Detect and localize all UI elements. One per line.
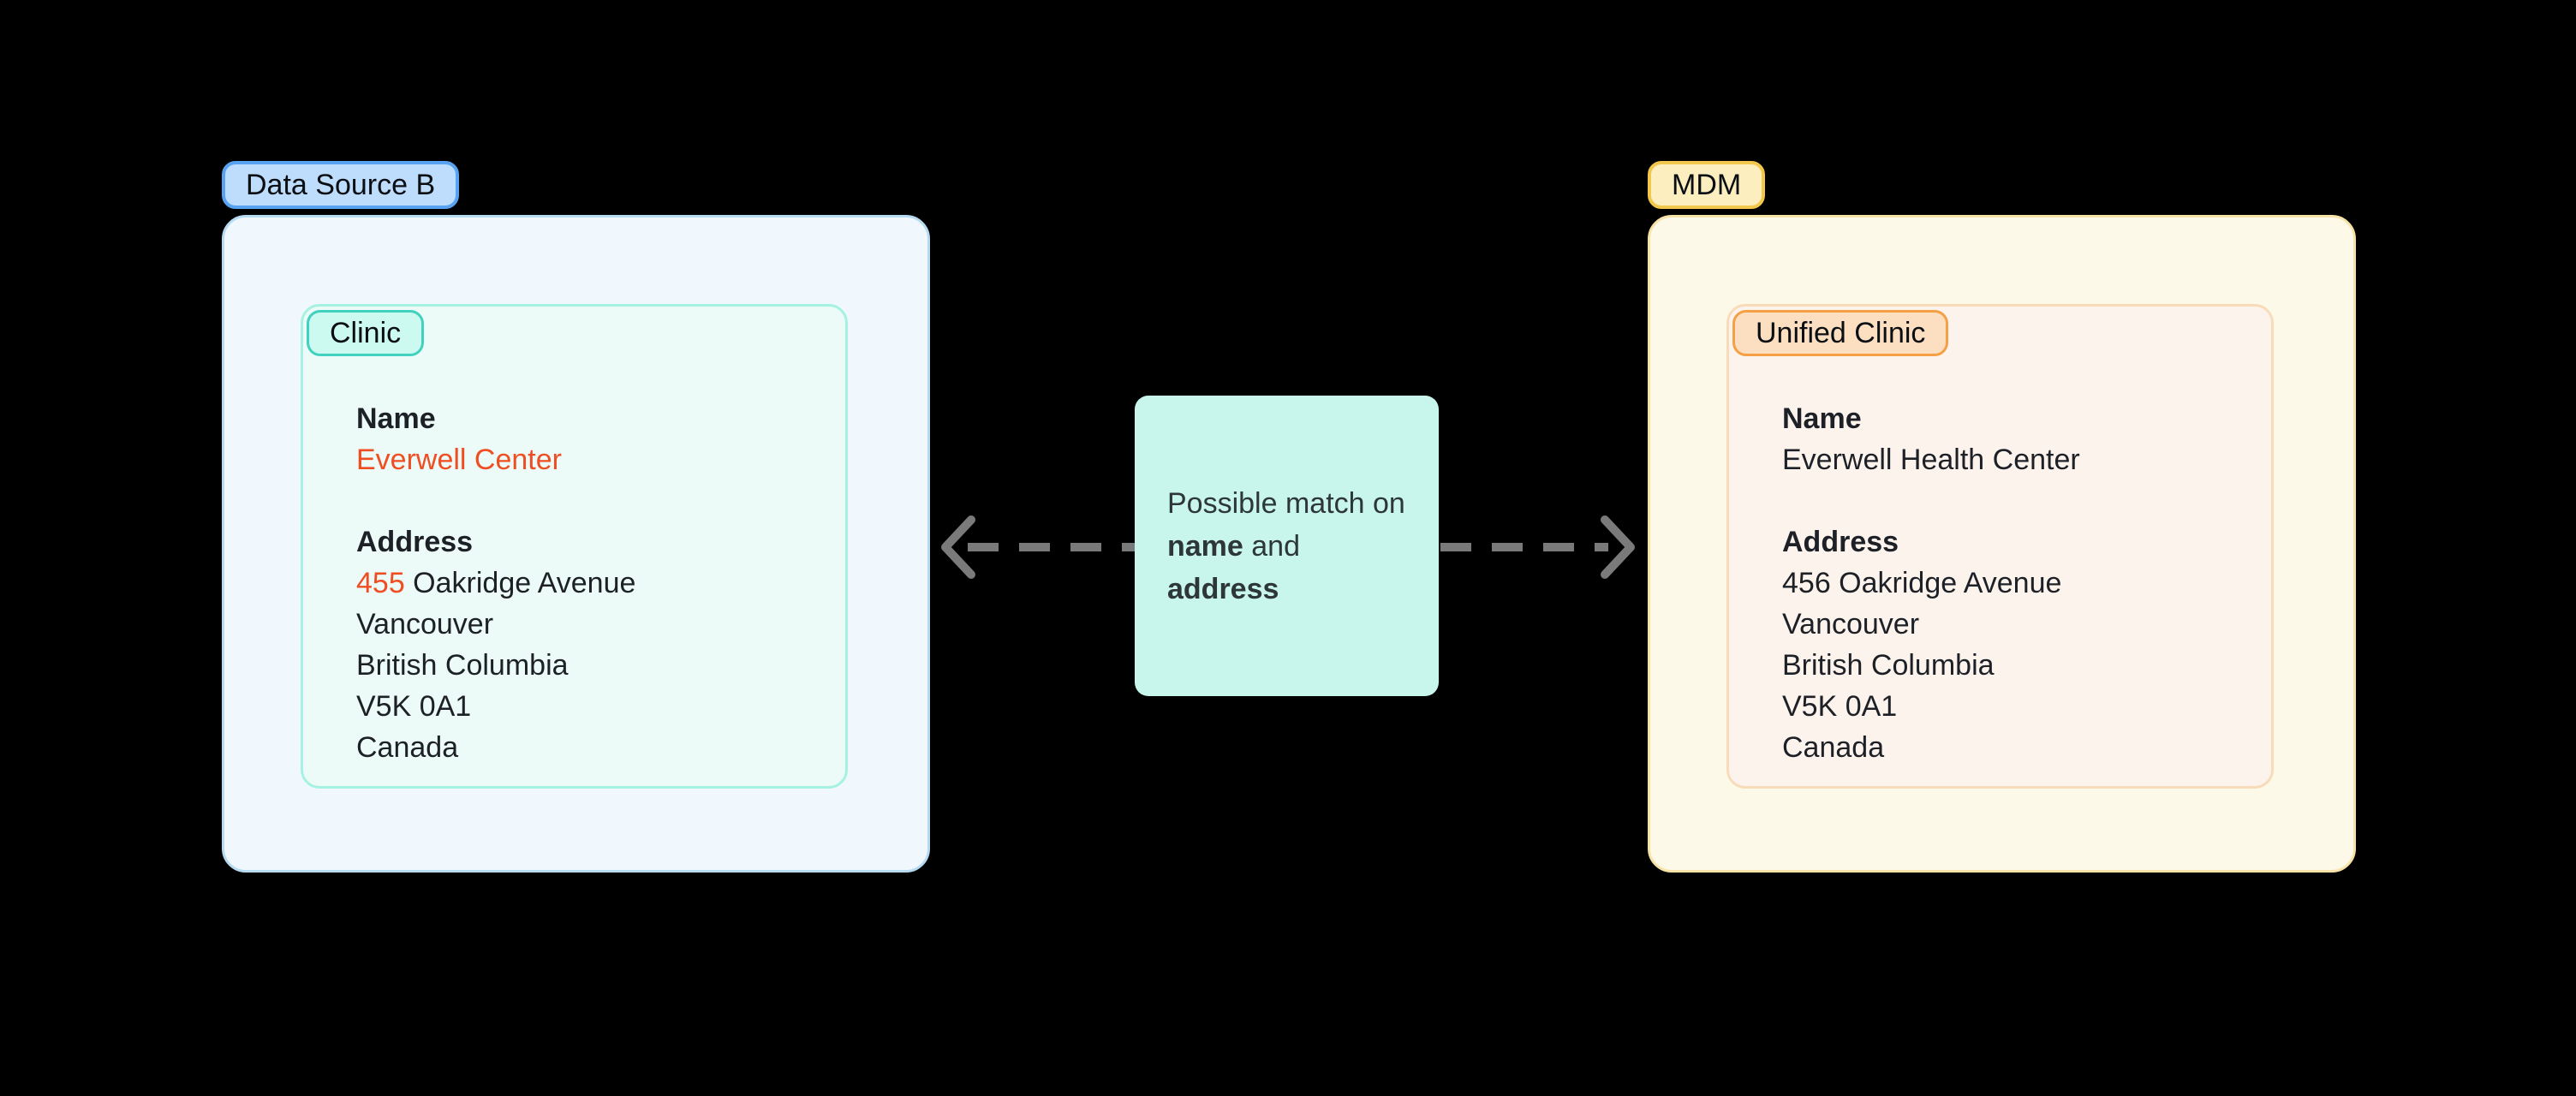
- name-label: Name: [356, 402, 436, 435]
- name-label: Name: [1782, 402, 1862, 435]
- field-spacer: [356, 480, 819, 521]
- match-connector: and: [1243, 529, 1301, 563]
- field-spacer: [1782, 480, 2245, 521]
- address-city: Vancouver: [1782, 608, 1920, 640]
- match-bold-name: name: [1167, 529, 1243, 563]
- match-note-line1: Possible match on: [1167, 486, 1405, 520]
- address-label: Address: [1782, 526, 1899, 558]
- mdm-panel: Unified Clinic Name Everwell Health Cent…: [1648, 215, 2356, 873]
- match-note-line2: name and address: [1167, 525, 1413, 611]
- name-value: Everwell Center: [356, 444, 562, 476]
- address-region: British Columbia: [1782, 649, 1995, 682]
- address-street-rest: Oakridge Avenue: [404, 567, 636, 599]
- address-street-number: 455: [356, 567, 405, 599]
- unified-clinic-card: Unified Clinic Name Everwell Health Cent…: [1726, 304, 2274, 789]
- address-street: 456 Oakridge Avenue: [1782, 567, 2062, 599]
- unified-clinic-card-fields: Name Everwell Health Center Address 456 …: [1782, 398, 2245, 768]
- data-source-b-panel: Clinic Name Everwell Center Address 455 …: [222, 215, 930, 873]
- unified-clinic-title-pill: Unified Clinic: [1732, 310, 1949, 356]
- dashed-arrow-left-icon: [941, 515, 1139, 579]
- address-postal-code: V5K 0A1: [1782, 690, 1898, 723]
- mdm-label: MDM: [1648, 161, 1766, 209]
- address-country: Canada: [1782, 731, 1885, 764]
- name-value: Everwell Health Center: [1782, 444, 2080, 476]
- clinic-card: Clinic Name Everwell Center Address 455 …: [301, 304, 848, 789]
- address-city: Vancouver: [356, 608, 494, 640]
- address-region: British Columbia: [356, 649, 569, 682]
- clinic-card-fields: Name Everwell Center Address 455 Oakridg…: [356, 398, 819, 768]
- address-label: Address: [356, 526, 474, 558]
- address-country: Canada: [356, 731, 459, 764]
- match-note-box: Possible match on name and address: [1135, 396, 1439, 696]
- data-source-b-label: Data Source B: [222, 161, 460, 209]
- address-postal-code: V5K 0A1: [356, 690, 472, 723]
- match-bold-address: address: [1167, 572, 1279, 605]
- dashed-arrow-right-icon: [1440, 515, 1635, 579]
- clinic-card-title-pill: Clinic: [307, 310, 425, 356]
- address-street: 455 Oakridge Avenue: [356, 563, 819, 604]
